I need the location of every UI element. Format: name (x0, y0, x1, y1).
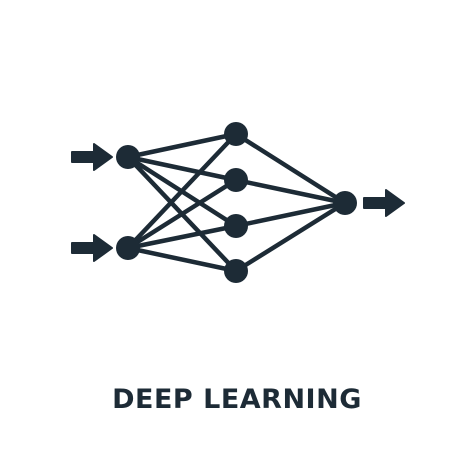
connection-line (125, 245, 239, 274)
connection-line (125, 131, 239, 160)
connection-line (233, 200, 348, 229)
input-arrow-icon (71, 234, 113, 262)
connection-line (125, 131, 239, 251)
icon-caption: DEEP LEARNING (112, 384, 362, 415)
input-arrow-icon (71, 143, 113, 171)
network-arrows (71, 143, 405, 262)
connection-line (233, 200, 348, 274)
hidden-node (224, 259, 248, 283)
connection-line (233, 131, 348, 206)
network-nodes (116, 122, 357, 283)
connection-line (125, 223, 239, 251)
connection-line (125, 154, 239, 183)
input-node (116, 145, 140, 169)
hidden-node (224, 168, 248, 192)
input-node (116, 236, 140, 260)
hidden-node (224, 214, 248, 238)
connection-line (233, 177, 348, 206)
output-node (333, 191, 357, 215)
connection-line (125, 177, 239, 251)
output-arrow-icon (363, 189, 405, 217)
network-connections (125, 131, 348, 274)
hidden-node (224, 122, 248, 146)
